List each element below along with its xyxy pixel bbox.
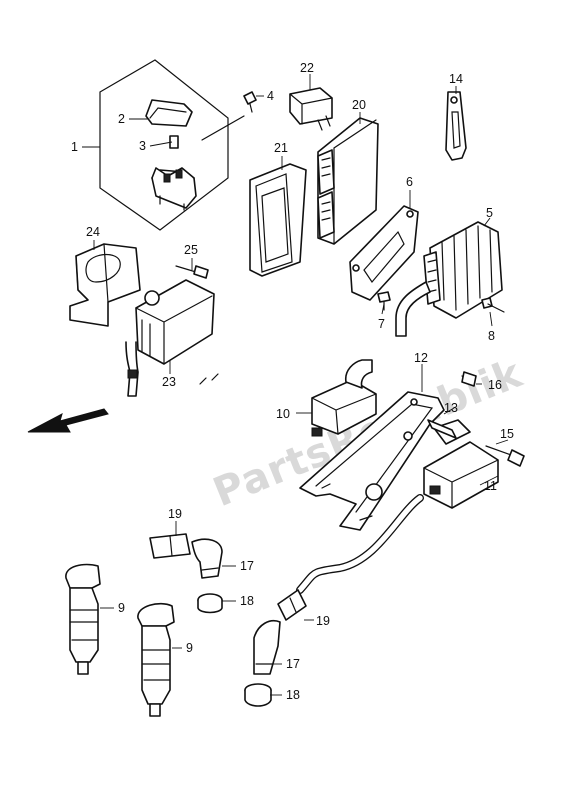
starter-relay-group: [99, 59, 257, 231]
callout-3: 3: [139, 139, 146, 153]
part-6-bracket: [349, 205, 419, 301]
callout-12: 12: [414, 351, 428, 365]
callout-23: 23: [162, 375, 176, 389]
callout-17-upper: 17: [240, 559, 254, 573]
callout-4: 4: [267, 89, 274, 103]
callout-9-right: 9: [186, 641, 193, 655]
callout-21: 21: [274, 141, 288, 155]
part-18-seal-lower: [244, 683, 272, 707]
part-16-bolt: [461, 371, 477, 387]
part-5-regulator: [395, 221, 503, 337]
callout-20: 20: [352, 98, 366, 112]
part-14-strap: [445, 91, 467, 161]
part-7-screw: [377, 291, 391, 311]
callout-labels: 1 2 3 4 22 20 21 14 6 5 7 8 24 25 23 10 …: [71, 61, 514, 702]
part-9-stick-coil-left: [65, 563, 101, 675]
part-23-unit: [125, 279, 215, 397]
callout-6: 6: [406, 175, 413, 189]
part-8-bolt: [481, 297, 505, 313]
part-19-plug-cap-lower: [277, 589, 307, 621]
part-17-boot-upper: [191, 538, 223, 579]
callout-14: 14: [449, 72, 463, 86]
callout-25: 25: [184, 243, 198, 257]
callout-5: 5: [486, 206, 493, 220]
part-24-cover: [69, 243, 141, 327]
callout-9-left: 9: [118, 601, 125, 615]
part-25-screw: [175, 265, 209, 279]
callout-7: 7: [378, 317, 385, 331]
plug-wire-loop: [100, 322, 390, 550]
callout-2: 2: [118, 112, 125, 126]
part-10-ignition-coil: [311, 359, 377, 437]
callout-17-lower: 17: [286, 657, 300, 671]
lower-plug-wire: [296, 494, 424, 594]
callout-19-upper: 19: [168, 507, 182, 521]
callout-1: 1: [71, 140, 78, 154]
callout-10: 10: [276, 407, 290, 421]
callout-22: 22: [300, 61, 314, 75]
callout-15: 15: [500, 427, 514, 441]
part-20-ecm: [317, 117, 379, 245]
callout-24: 24: [86, 225, 100, 239]
callout-11: 11: [484, 479, 497, 493]
callout-8: 8: [488, 329, 495, 343]
part-19-plug-cap-upper: [149, 533, 191, 559]
part-15-bolt: [485, 445, 525, 467]
part-11-ignition-coil: [423, 419, 499, 509]
callout-13: 13: [444, 401, 458, 415]
front-direction-arrow-icon: [27, 408, 109, 433]
part-17-boot-lower: [253, 620, 281, 675]
callout-18-upper: 18: [240, 594, 254, 608]
callout-19-lower: 19: [316, 614, 330, 628]
part-18-seal-upper: [197, 593, 223, 614]
part-21-holder: [249, 163, 307, 277]
callout-18-lower: 18: [286, 688, 300, 702]
leader-lines: [82, 74, 509, 696]
part-12-bracket: [299, 391, 445, 531]
part-22-relay: [289, 87, 333, 131]
part-9-stick-coil-right: [137, 602, 175, 717]
callout-16: 16: [488, 378, 502, 392]
